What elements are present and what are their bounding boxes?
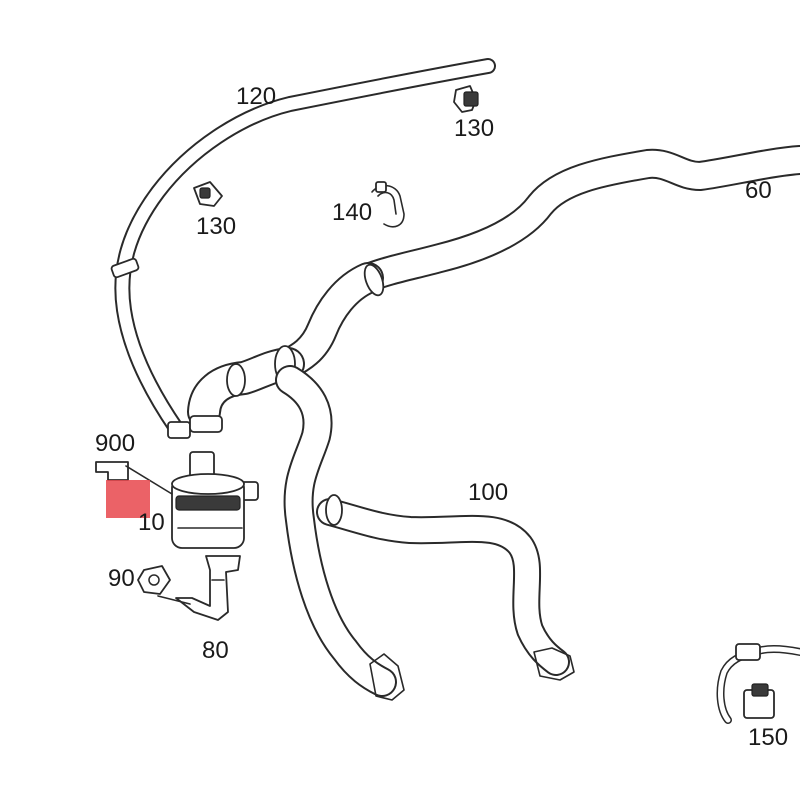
label-90: 90 [108,565,135,592]
highlight-marker [106,480,150,518]
descending-hose [275,365,405,701]
water-pump [171,451,259,549]
label-130-left: 130 [196,213,236,240]
hose-100-clamp-right [533,647,575,681]
hose-60 [272,145,800,380]
label-130-top: 130 [454,115,494,142]
descending-hose-end-clamp [369,653,405,701]
part-150 [716,643,800,724]
label-900: 900 [95,430,135,457]
label-80: 80 [202,637,229,664]
clip-130-top [453,85,479,113]
hose-120-clamp-upper [110,257,140,279]
label-150: 150 [748,724,788,751]
label-10: 10 [138,509,165,536]
clamp-140 [371,181,405,228]
hose-100-clamp-left [325,494,343,526]
elbow-clamp-left [226,363,246,397]
hose-120 [110,58,496,439]
hose-120-clamp-lower [167,421,191,439]
pump-band [175,495,241,511]
bracket-80 [175,555,241,621]
label-140: 140 [332,199,372,226]
elbow-clamp-lower [189,415,223,433]
hose-60-clamp [363,263,385,297]
label-100: 100 [468,479,508,506]
label-60: 60 [745,177,772,204]
label-120: 120 [236,83,276,110]
clip-130-left [193,181,223,207]
hose-100 [316,494,575,681]
nut-90 [137,565,191,605]
